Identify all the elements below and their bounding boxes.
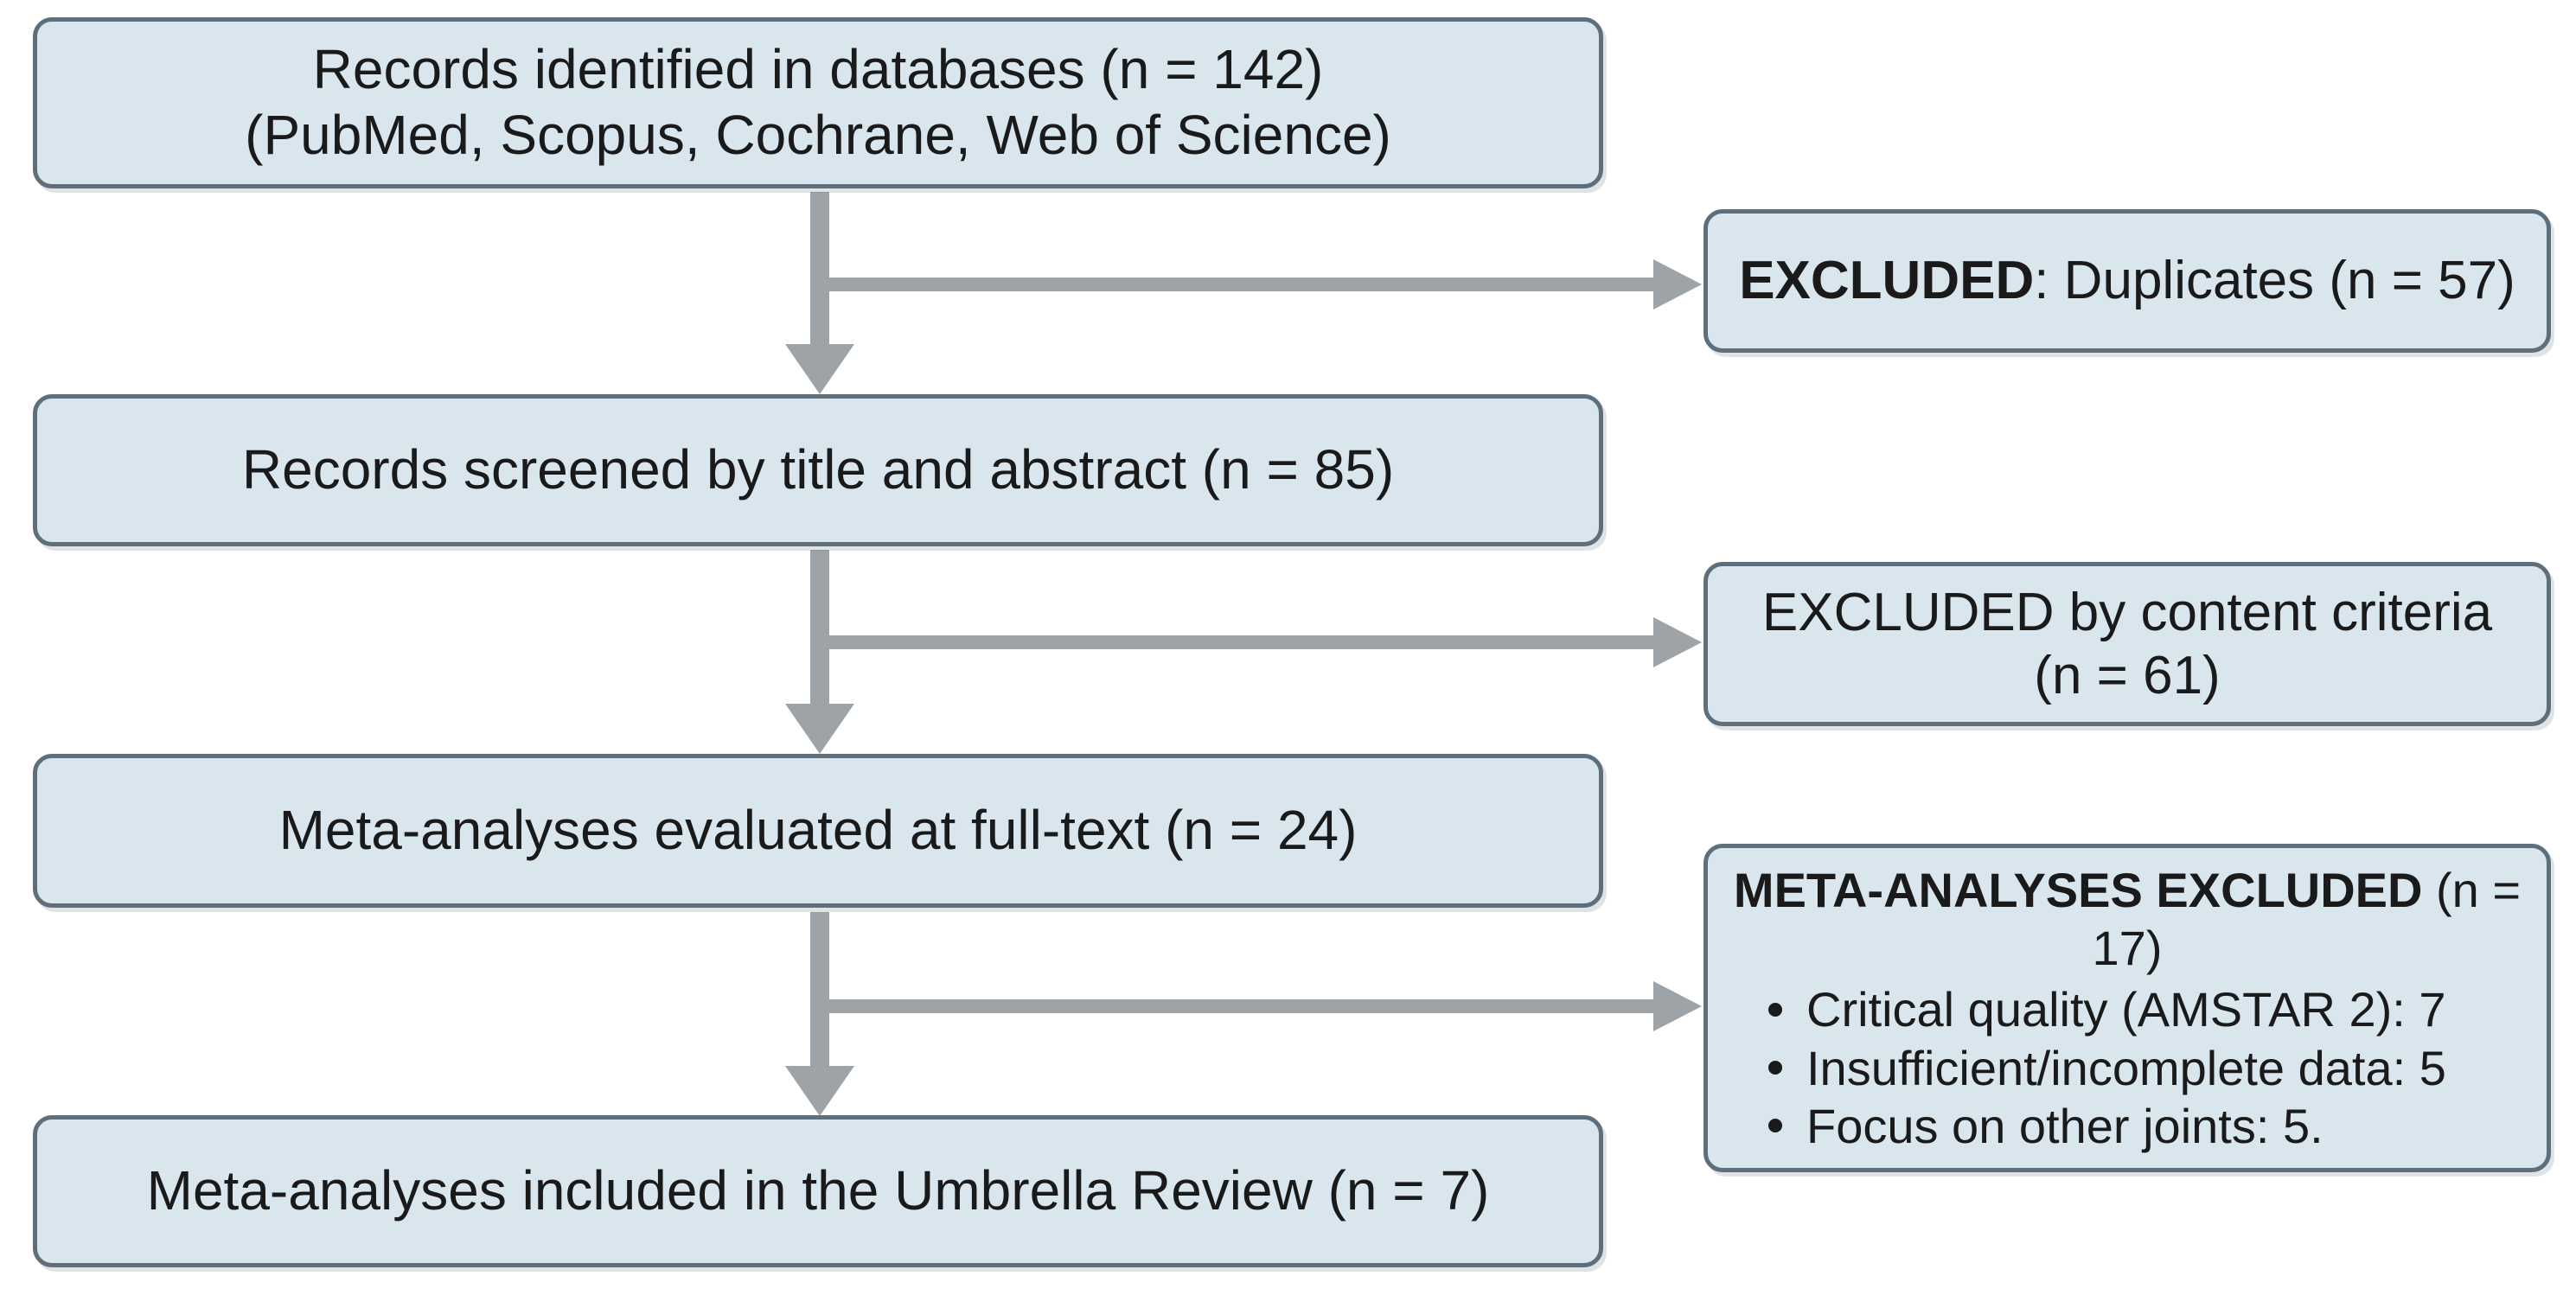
arrow-identified-to-screened	[810, 192, 829, 346]
arrowhead-right-1	[1653, 259, 1702, 309]
reason-text: Critical quality (AMSTAR 2): 7	[1806, 982, 2446, 1037]
meta-excluded-count: (n = 17)	[2092, 863, 2522, 976]
records-screened-text: Records screened by title and abstract (…	[241, 438, 1395, 501]
arrow-screened-to-fulltext	[810, 550, 829, 705]
fulltext-evaluated-text: Meta-analyses evaluated at full-text (n …	[278, 799, 1358, 862]
meta-excluded-box: META-ANALYSES EXCLUDED (n = 17) Critical…	[1703, 844, 2551, 1172]
meta-excluded-header: META-ANALYSES EXCLUDED (n = 17)	[1708, 861, 2547, 977]
excluded-duplicates-count: : Duplicates (n = 57)	[2034, 251, 2515, 311]
included-box: Meta-analyses included in the Umbrella R…	[33, 1115, 1603, 1267]
excluded-content-box: EXCLUDED by content criteria (n = 61)	[1703, 562, 2551, 726]
meta-excluded-reasons: Critical quality (AMSTAR 2): 7 Insuffici…	[1708, 980, 2446, 1155]
included-text: Meta-analyses included in the Umbrella R…	[146, 1159, 1490, 1222]
branch-to-meta-excluded	[829, 999, 1658, 1013]
fulltext-evaluated-box: Meta-analyses evaluated at full-text (n …	[33, 754, 1603, 908]
branch-to-content-excluded	[829, 635, 1658, 649]
arrow-fulltext-to-included	[810, 912, 829, 1068]
arrowhead-right-3	[1653, 981, 1702, 1031]
excluded-duplicates-box: EXCLUDED: Duplicates (n = 57)	[1703, 209, 2551, 353]
arrowhead-down-1	[785, 344, 854, 394]
list-item: Focus on other joints: 5.	[1768, 1097, 2446, 1155]
arrowhead-down-2	[785, 704, 854, 754]
records-screened-box: Records screened by title and abstract (…	[33, 394, 1603, 546]
reason-text: Insufficient/incomplete data: 5	[1806, 1040, 2446, 1095]
meta-excluded-label: META-ANALYSES EXCLUDED	[1733, 863, 2423, 918]
records-identified-box: Records identified in databases (n = 142…	[33, 17, 1603, 188]
bullet-icon	[1768, 1119, 1782, 1133]
branch-to-duplicates	[829, 278, 1658, 291]
excluded-duplicates-label: EXCLUDED	[1739, 251, 2035, 311]
arrowhead-right-2	[1653, 617, 1702, 667]
excluded-content-count: (n = 61)	[2034, 646, 2221, 705]
arrowhead-down-3	[785, 1066, 854, 1116]
records-identified-title: Records identified in databases (n = 142…	[312, 38, 1324, 101]
excluded-duplicates-text: EXCLUDED: Duplicates (n = 57)	[1739, 249, 2515, 312]
reason-text: Focus on other joints: 5.	[1806, 1098, 2324, 1153]
records-identified-sources: (PubMed, Scopus, Cochrane, Web of Scienc…	[245, 104, 1391, 166]
bullet-icon	[1768, 1003, 1782, 1017]
excluded-content-title: EXCLUDED by content criteria	[1761, 582, 2493, 642]
list-item: Insufficient/incomplete data: 5	[1768, 1039, 2446, 1097]
list-item: Critical quality (AMSTAR 2): 7	[1768, 980, 2446, 1038]
bullet-icon	[1768, 1061, 1782, 1075]
